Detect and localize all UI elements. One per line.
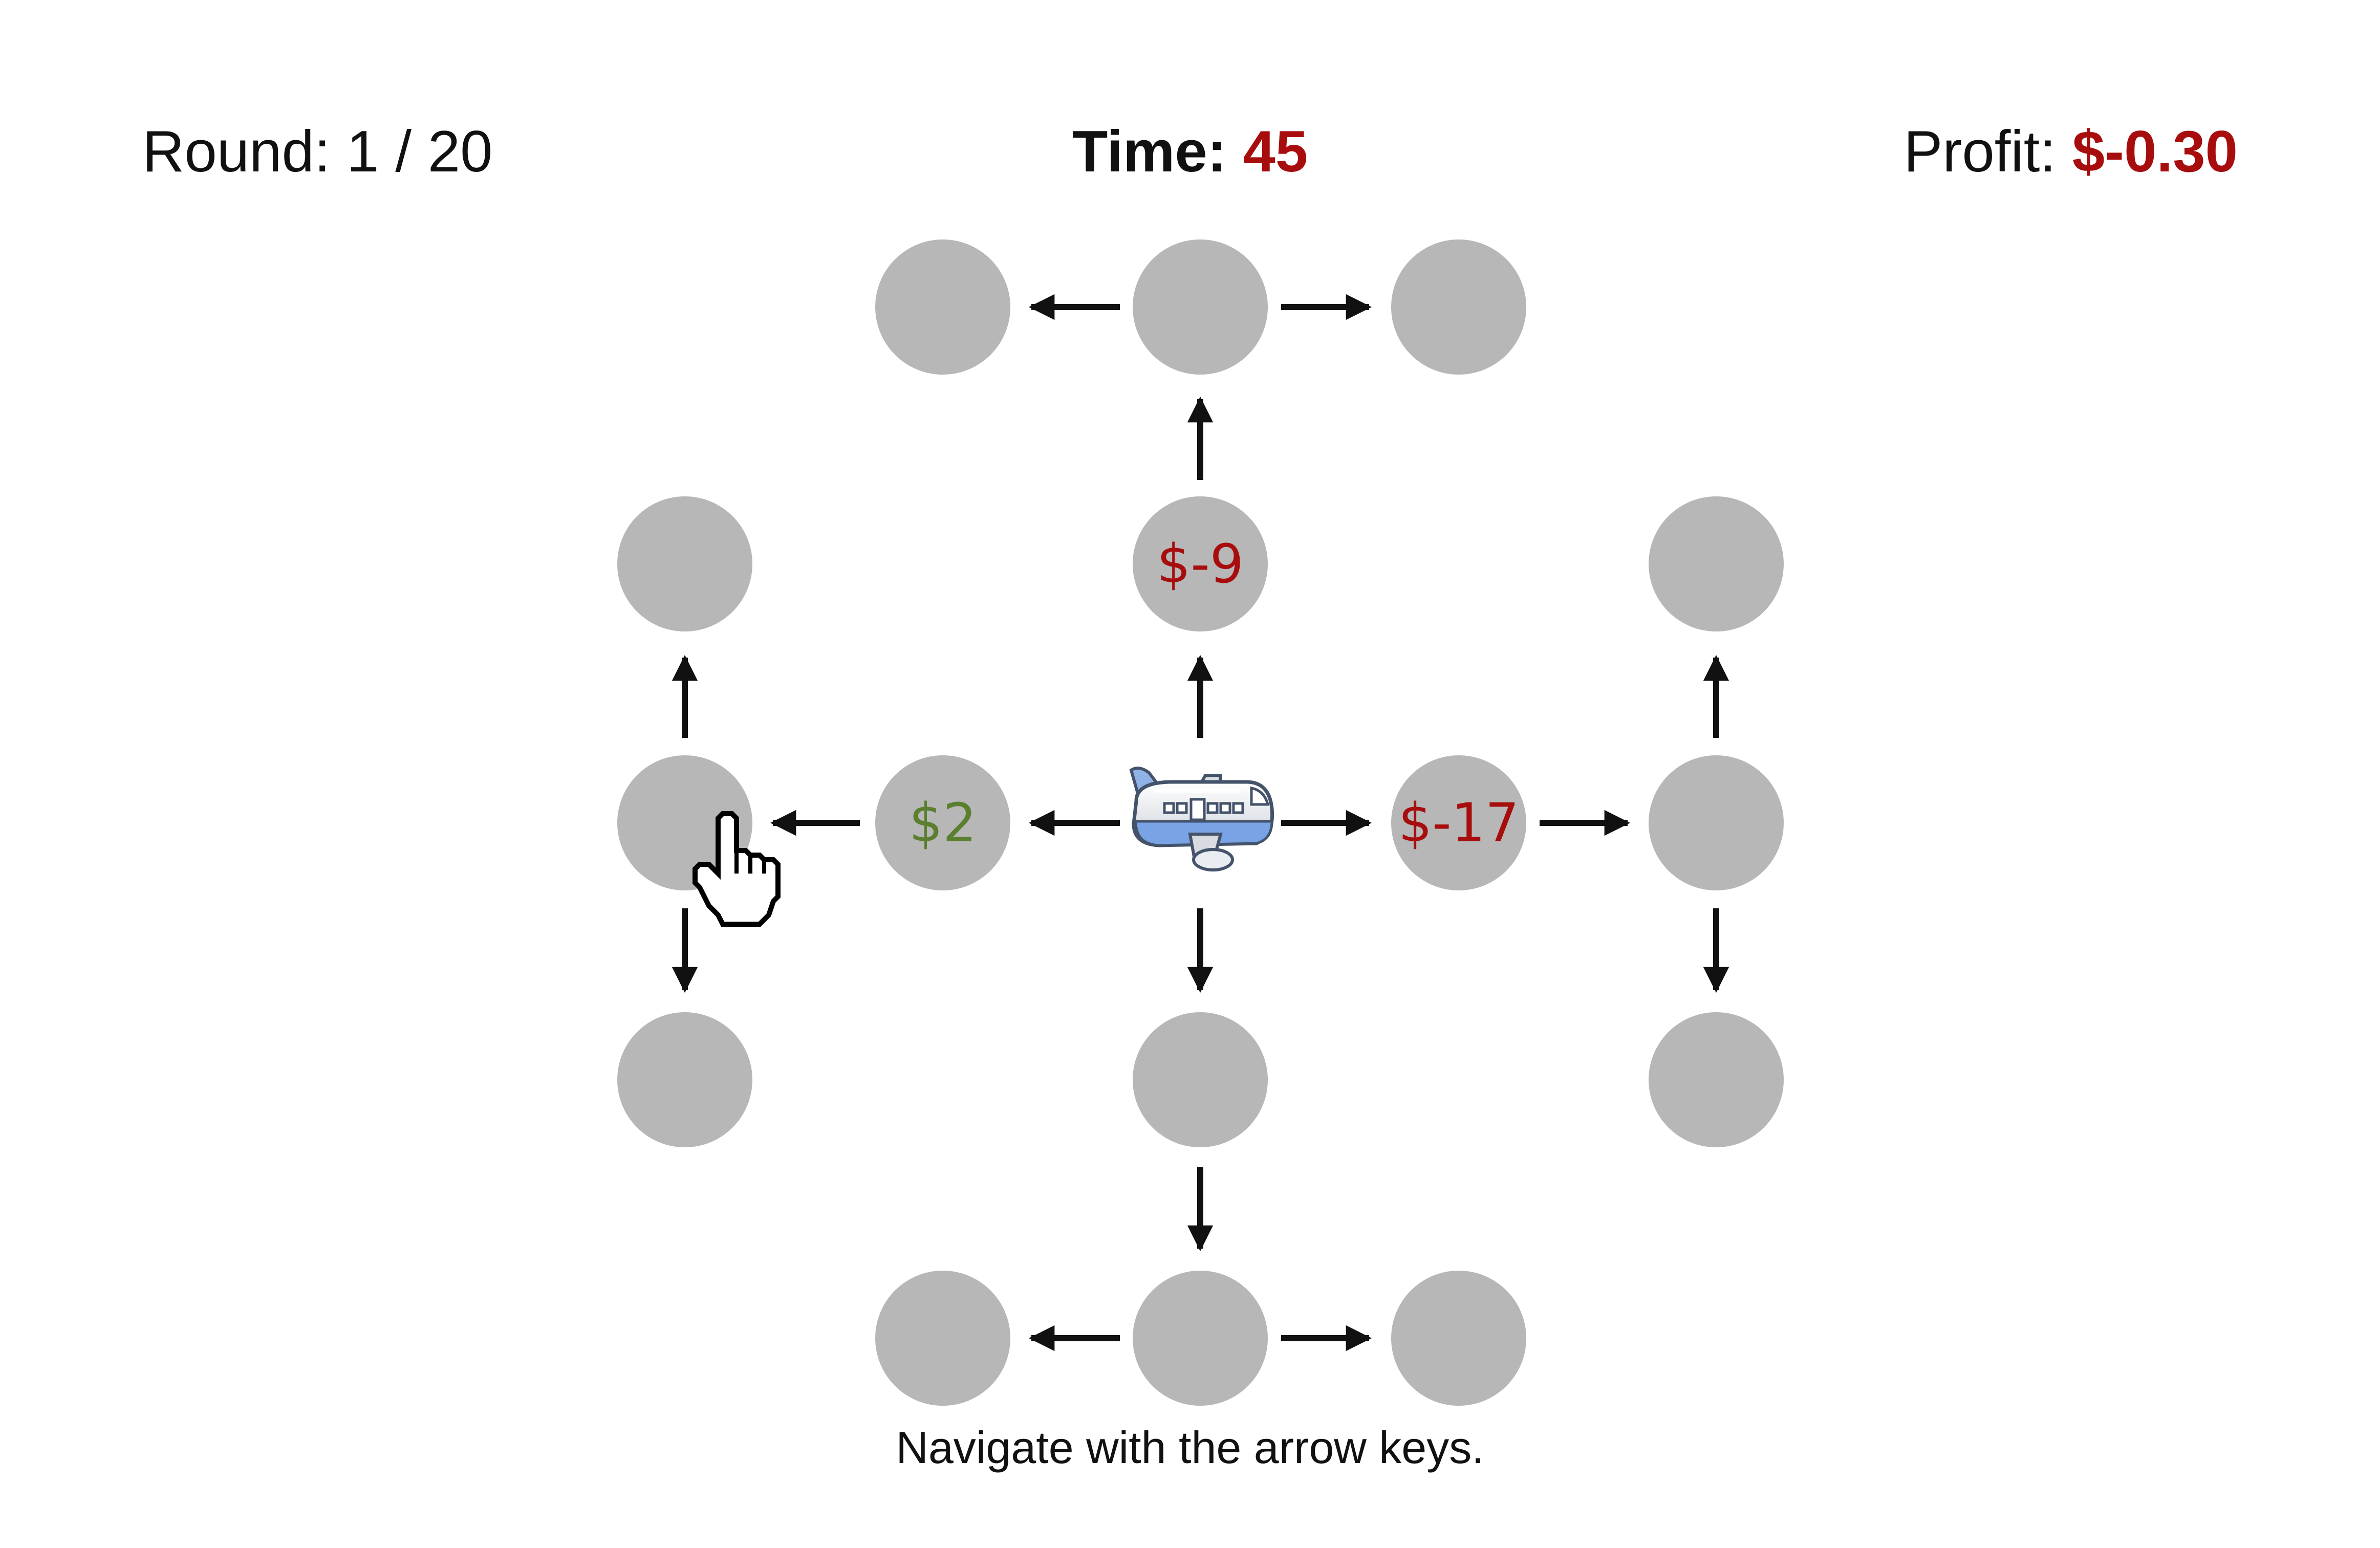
node-bottom-right [1391,1271,1526,1406]
node-top-right [1391,239,1526,375]
round-value: 1 / 20 [347,119,493,184]
node-up1 [1133,496,1268,631]
instruction-text: Navigate with the arrow keys. [896,1422,1484,1473]
node-down1 [1133,1012,1268,1147]
hand-pointer-icon [693,811,781,927]
round-counter: Round: 1 / 20 [142,123,493,181]
node-top-center [1133,239,1268,375]
node-right1 [1391,755,1526,890]
node-right2 [1649,755,1784,890]
node-lower-right [1649,1012,1784,1147]
time-label: Time: [1072,119,1227,184]
airplane-icon [1129,767,1274,871]
node-lower-left [617,1012,752,1147]
node-upper-right [1649,496,1784,631]
profit-label: Profit: [1903,119,2057,184]
node-top-left [875,239,1010,375]
profit-value: $-0.30 [2072,119,2238,184]
node-bottom-center [1133,1271,1268,1406]
move-arrows [672,294,1729,1351]
node-upper-left [617,496,752,631]
profit-counter: Profit: $-0.30 [1903,123,2238,181]
reward-up1: $-9 [1157,533,1244,595]
reward-right1: $-17 [1398,792,1519,854]
round-label: Round: [142,119,331,184]
node-bottom-left [875,1271,1010,1406]
reward-left1: $2 [909,792,977,854]
nodes [617,239,1784,1406]
node-left1 [875,755,1010,890]
time-value: 45 [1243,119,1308,184]
time-counter: Time: 45 [0,123,2380,181]
